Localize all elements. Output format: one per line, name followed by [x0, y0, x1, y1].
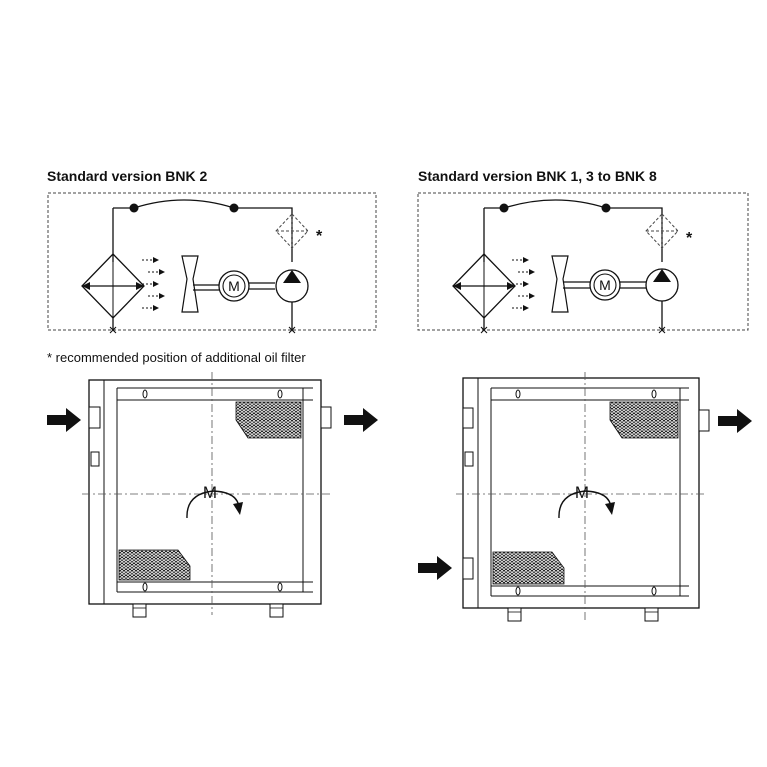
left-junction-2: [229, 203, 239, 213]
left-title: Standard version BNK 2: [47, 168, 208, 184]
right-fan-icon: [551, 255, 569, 313]
footnote: * recommended position of additional oil…: [47, 350, 306, 365]
left-fins-lower: [118, 549, 191, 581]
right-upper-plug: [462, 407, 474, 429]
left-inflow-arrow: [47, 408, 81, 432]
right-outlet-port: [698, 409, 710, 432]
left-side-plug: [90, 451, 100, 467]
left-schematic-boundary: [47, 192, 377, 331]
right-side-plug: [464, 451, 474, 467]
left-motor-icon: M: [218, 270, 250, 302]
right-drain-1: [507, 607, 522, 622]
right-optional-filter-icon: [645, 213, 679, 249]
left-airflow-arrows: [142, 257, 165, 311]
right-airflow-arrows: [512, 257, 535, 311]
svg-text:M: M: [599, 277, 611, 293]
left-optional-filter-icon: [275, 213, 309, 249]
right-schematic-boundary: [417, 192, 749, 331]
right-fins-lower: [492, 551, 565, 585]
left-asterisk: *: [316, 228, 323, 245]
right-inflow-arrow: [418, 556, 452, 580]
right-drain-2: [644, 607, 659, 622]
svg-text:M: M: [575, 483, 589, 502]
right-pump-icon: [645, 268, 679, 302]
left-drain-1: [132, 603, 147, 618]
right-fins-upper: [609, 401, 679, 439]
left-outflow-arrow: [344, 408, 378, 432]
right-cooler-drawing: M: [456, 372, 710, 622]
left-rotation-icon: M: [186, 483, 243, 519]
left-fins-upper: [235, 401, 302, 439]
right-schematic: M *: [417, 192, 749, 334]
left-pump-icon: [275, 269, 309, 303]
left-fan-icon: [181, 255, 199, 313]
right-asterisk: *: [686, 230, 693, 247]
left-drain-2: [269, 603, 284, 618]
right-motor-icon: M: [589, 269, 621, 301]
left-cooler-symbol: [81, 253, 145, 319]
right-cooler-symbol: [452, 253, 516, 319]
svg-text:M: M: [203, 483, 217, 502]
right-rotation-icon: M: [558, 483, 615, 519]
right-title: Standard version BNK 1, 3 to BNK 8: [418, 168, 657, 184]
left-outlet-port: [320, 406, 332, 429]
left-return-line: [133, 199, 235, 209]
left-schematic: M *: [47, 192, 377, 334]
right-junction-2: [601, 203, 611, 213]
right-junction-1: [499, 203, 509, 213]
left-junction-1: [129, 203, 139, 213]
left-inlet-port: [88, 406, 101, 429]
svg-text:M: M: [228, 278, 240, 294]
left-cooler-drawing: M: [82, 372, 332, 618]
right-return-line: [503, 199, 607, 209]
right-inlet-port: [462, 557, 474, 580]
right-outflow-arrow: [718, 409, 752, 433]
